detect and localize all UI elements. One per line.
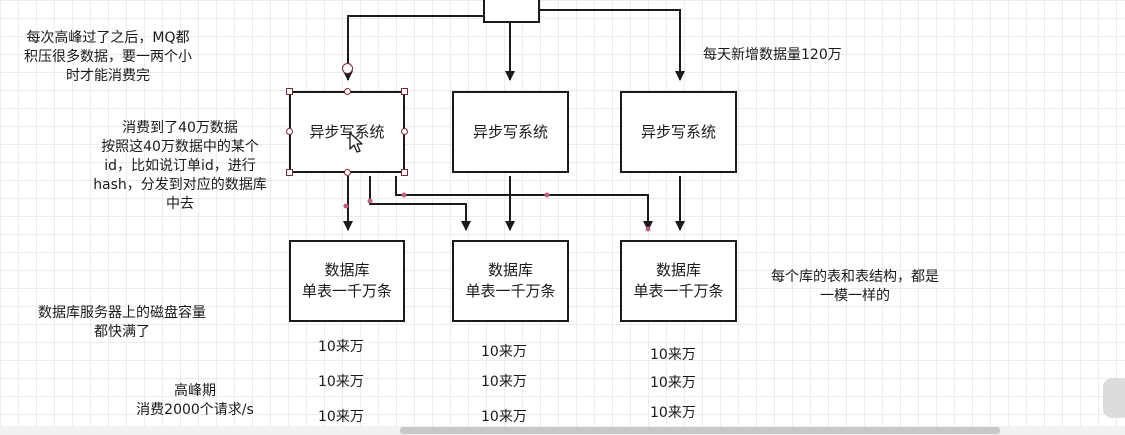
connection-point[interactable] bbox=[401, 128, 408, 135]
selection-handle[interactable] bbox=[286, 88, 293, 95]
database-2[interactable]: 数据库 单表一千万条 bbox=[452, 240, 569, 322]
count-label: 10来万 bbox=[318, 409, 364, 425]
connector-async-1-to-db-2 bbox=[369, 176, 471, 231]
selection-handle[interactable] bbox=[401, 88, 408, 95]
database-title: 数据库 bbox=[655, 261, 701, 279]
note-same-schema: 每个库的表和表结构，都是 一模一样的 bbox=[771, 269, 939, 304]
count-label: 10来万 bbox=[650, 375, 696, 391]
count-label: 10来万 bbox=[481, 344, 527, 360]
database-1[interactable]: 数据库 单表一千万条 bbox=[289, 240, 405, 322]
waypoint-dot bbox=[544, 192, 550, 198]
connector-top-to-async-3 bbox=[538, 9, 685, 81]
async-writer-3[interactable]: 异步写系统 bbox=[620, 91, 737, 173]
connector-top-to-async-1 bbox=[343, 15, 484, 81]
note-mq-backlog: 每次高峰过了之后，MQ都 积压很多数据，要一两个小 时才能消费完 bbox=[24, 30, 192, 84]
note-peak: 高峰期 消费2000个请求/s bbox=[136, 383, 254, 418]
connection-point[interactable] bbox=[344, 88, 351, 95]
waypoint-dot bbox=[645, 226, 651, 232]
scrollbar-thumb[interactable] bbox=[400, 427, 1000, 434]
database-title: 数据库 bbox=[324, 261, 370, 279]
pointer-cursor-icon bbox=[349, 132, 363, 158]
count-label: 10来万 bbox=[481, 374, 527, 390]
waypoint-dot bbox=[401, 192, 407, 198]
async-writer-1[interactable]: 异步写系统 bbox=[289, 91, 405, 173]
database-capacity: 单表一千万条 bbox=[465, 282, 556, 300]
async-writer-label: 异步写系统 bbox=[472, 122, 548, 141]
async-writer-2[interactable]: 异步写系统 bbox=[452, 91, 569, 173]
count-label: 10来万 bbox=[318, 339, 364, 355]
rotate-handle[interactable] bbox=[342, 63, 353, 74]
async-writer-label: 异步写系统 bbox=[309, 122, 385, 141]
count-label: 10来万 bbox=[481, 409, 527, 425]
selection-handle[interactable] bbox=[286, 169, 293, 176]
database-3[interactable]: 数据库 单表一千万条 bbox=[620, 240, 737, 322]
waypoint-dot bbox=[343, 203, 349, 209]
top-source-box[interactable] bbox=[483, 0, 540, 23]
note-daily-growth: 每天新增数据量120万 bbox=[703, 47, 842, 63]
note-consume: 消费到了40万数据 按照这40万数据中的某个 id，比如说订单id，进行 has… bbox=[93, 120, 267, 212]
selection-handle[interactable] bbox=[401, 169, 408, 176]
count-label: 10来万 bbox=[650, 405, 696, 421]
database-capacity: 单表一千万条 bbox=[301, 282, 392, 300]
connection-point[interactable] bbox=[344, 169, 351, 176]
connection-point[interactable] bbox=[286, 128, 293, 135]
async-writer-label: 异步写系统 bbox=[640, 122, 716, 141]
connector-async-1-to-db-3 bbox=[395, 176, 653, 231]
count-label: 10来万 bbox=[650, 347, 696, 363]
count-label: 10来万 bbox=[318, 374, 364, 390]
database-capacity: 单表一千万条 bbox=[633, 282, 724, 300]
database-title: 数据库 bbox=[487, 261, 533, 279]
floating-side-button[interactable] bbox=[1103, 378, 1125, 418]
waypoint-dot bbox=[367, 198, 373, 204]
note-disk-capacity: 数据库服务器上的磁盘容量 都快满了 bbox=[38, 305, 206, 340]
